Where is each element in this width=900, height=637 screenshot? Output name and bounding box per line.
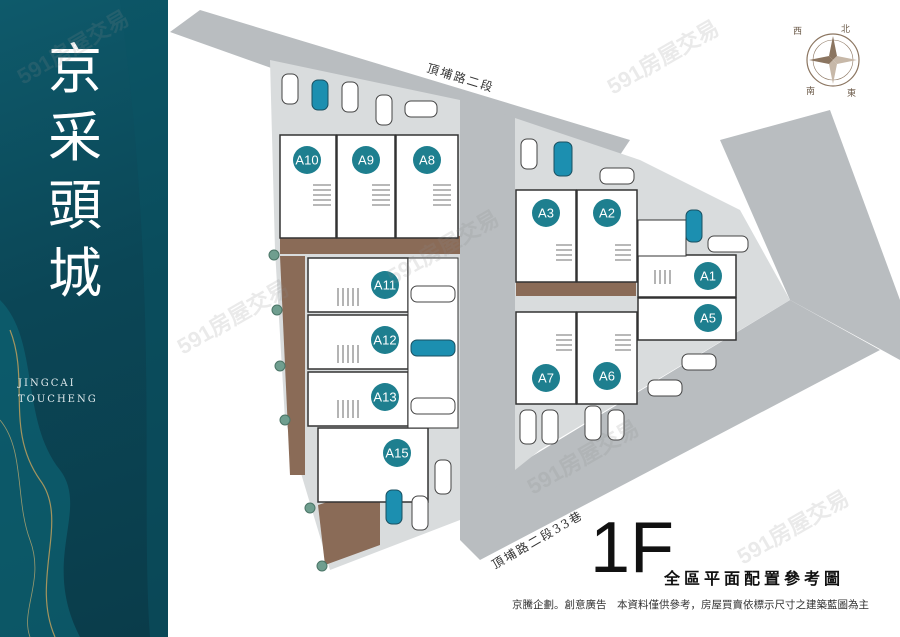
tree bbox=[268, 249, 280, 261]
unit-label-a9: A9 bbox=[358, 153, 374, 168]
car bbox=[681, 353, 717, 371]
unit-badge bbox=[371, 326, 399, 354]
compass-rose: 北 西 南 東 bbox=[793, 24, 860, 99]
car bbox=[410, 285, 456, 303]
unit-badge bbox=[694, 262, 722, 290]
car bbox=[541, 409, 559, 445]
brand-subtitle-en: JINGCAI TOUCHENG bbox=[18, 378, 98, 405]
unit-badge bbox=[413, 146, 441, 174]
parked-cars bbox=[281, 73, 749, 531]
unit-badge bbox=[593, 362, 621, 390]
car bbox=[341, 81, 359, 113]
tree bbox=[304, 502, 316, 514]
car bbox=[281, 73, 299, 105]
unit-room bbox=[317, 427, 429, 503]
compass-east: 東 bbox=[847, 87, 856, 99]
unit-badge bbox=[383, 439, 411, 467]
unit-label-a10: A10 bbox=[295, 153, 318, 168]
car bbox=[685, 209, 703, 243]
unit-label-a2: A2 bbox=[599, 206, 615, 221]
car bbox=[707, 235, 749, 253]
tree bbox=[274, 360, 286, 372]
unit-room bbox=[637, 219, 687, 257]
unit-label-a11: A11 bbox=[374, 278, 396, 293]
stairs bbox=[313, 184, 671, 418]
footer-note: 京騰企劃。創意廣告 本資料僅供參考，房屋買賣依標示尺寸之建築藍圖為主 bbox=[512, 599, 869, 611]
unit-label-a7: A7 bbox=[538, 371, 554, 386]
wood-deck bbox=[280, 236, 460, 254]
unit-badge bbox=[532, 364, 560, 392]
unit-room bbox=[576, 311, 638, 405]
unit-label-a12: A12 bbox=[373, 333, 396, 348]
wood-deck bbox=[318, 485, 380, 565]
wood-deck bbox=[280, 256, 305, 475]
unit-label-a1: A1 bbox=[700, 269, 716, 284]
car bbox=[584, 405, 602, 441]
floor-title: 1F bbox=[590, 508, 675, 588]
car bbox=[520, 138, 538, 170]
panel-decoration bbox=[0, 0, 168, 637]
tree bbox=[316, 560, 328, 572]
brand-panel: 京 采 頭 城 JINGCAI TOUCHENG bbox=[0, 0, 168, 637]
car bbox=[410, 397, 456, 415]
right-road bbox=[720, 110, 900, 360]
car bbox=[647, 379, 683, 397]
car bbox=[553, 141, 573, 177]
compass-west: 西 bbox=[793, 26, 802, 37]
unit-badge bbox=[371, 271, 399, 299]
center-road bbox=[460, 100, 515, 520]
car bbox=[375, 94, 393, 126]
brand-title: 京 采 頭 城 bbox=[48, 38, 102, 305]
car bbox=[385, 489, 403, 525]
unit-label-a3: A3 bbox=[538, 206, 554, 221]
car bbox=[434, 459, 452, 495]
unit-badge bbox=[371, 383, 399, 411]
compass-south: 南 bbox=[806, 85, 815, 97]
unit-label-a6: A6 bbox=[599, 369, 615, 384]
unit-label-a8: A8 bbox=[419, 153, 435, 168]
car bbox=[404, 100, 438, 118]
unit-label-a15: A15 bbox=[385, 446, 408, 461]
car bbox=[607, 409, 625, 441]
unit-label-a5: A5 bbox=[700, 311, 716, 326]
unit-label-a13: A13 bbox=[373, 390, 396, 405]
unit-badge bbox=[293, 146, 321, 174]
floor-subtitle: 全區平面配置參考圖 bbox=[664, 569, 845, 588]
bottom-road bbox=[460, 300, 880, 560]
car bbox=[599, 167, 635, 185]
wood-deck bbox=[516, 280, 636, 296]
unit-badge bbox=[593, 199, 621, 227]
car bbox=[311, 79, 329, 111]
compass-north: 北 bbox=[841, 24, 850, 35]
unit-badge bbox=[694, 304, 722, 332]
car bbox=[411, 495, 429, 531]
car bbox=[519, 409, 537, 445]
tree bbox=[271, 304, 283, 316]
unit-badge bbox=[352, 146, 380, 174]
trees bbox=[268, 249, 328, 572]
tree bbox=[279, 414, 291, 426]
unit-badge bbox=[532, 199, 560, 227]
car bbox=[410, 339, 456, 357]
